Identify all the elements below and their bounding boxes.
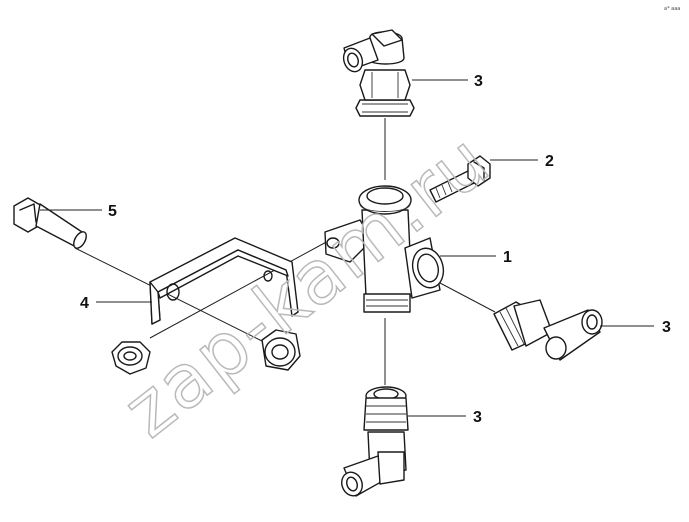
elbow-fitting-bottom: [341, 386, 409, 497]
callout-3-top: 3: [474, 73, 483, 90]
axis-line-nut: [149, 239, 331, 339]
callout-3-bottom: 3: [473, 409, 482, 426]
bolt-small-2: [429, 155, 491, 203]
callout-1: 1: [503, 249, 512, 266]
axis-line-right: [439, 282, 496, 313]
bracket-4: [149, 237, 299, 325]
valve-body-1: [324, 185, 445, 313]
corner-mark: a* aaa: [664, 6, 680, 12]
callout-5: 5: [108, 203, 117, 220]
elbow-fitting-right: [493, 299, 603, 361]
callout-2: 2: [545, 153, 554, 170]
elbow-fitting-top: [342, 29, 415, 117]
callout-4: 4: [80, 295, 89, 312]
flange-nut-small: [111, 341, 151, 375]
flange-nut-large: [261, 329, 301, 371]
callout-3-right: 3: [662, 319, 671, 336]
bolt-large-5: [13, 197, 87, 249]
axis-line-bolt: [74, 247, 271, 346]
